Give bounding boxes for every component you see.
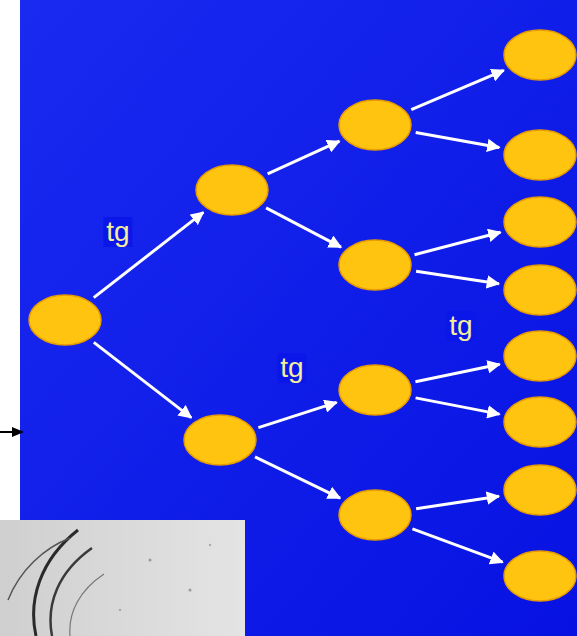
ellipse-outline bbox=[503, 129, 577, 181]
cell-ellipse bbox=[503, 196, 577, 248]
edge-label: tg bbox=[277, 353, 306, 383]
ellipse-outline bbox=[28, 294, 102, 346]
arrow-connector bbox=[255, 457, 340, 498]
edge-label: tg bbox=[446, 311, 475, 341]
ellipse-outline bbox=[503, 196, 577, 248]
arrow-connector bbox=[416, 398, 500, 414]
edge-label: tg bbox=[103, 217, 132, 247]
cell-ellipse bbox=[503, 129, 577, 181]
ellipse-shape bbox=[504, 130, 576, 180]
cell-ellipse bbox=[28, 294, 102, 346]
ellipse-shape bbox=[504, 265, 576, 315]
arrow-connector bbox=[412, 529, 502, 562]
ellipse-outline bbox=[183, 414, 257, 466]
arrow-connector bbox=[411, 70, 503, 109]
ellipse-shape bbox=[184, 415, 256, 465]
ellipse-shape bbox=[29, 295, 101, 345]
arrow-connector bbox=[266, 208, 341, 247]
ellipse-shape bbox=[339, 240, 411, 290]
cell-ellipse bbox=[503, 550, 577, 602]
arrow-connector bbox=[94, 212, 204, 297]
ellipse-outline bbox=[195, 164, 269, 216]
cell-ellipse bbox=[503, 330, 577, 382]
ellipse-outline bbox=[503, 330, 577, 382]
ellipse-shape bbox=[339, 100, 411, 150]
arrow-connector bbox=[415, 364, 499, 381]
ellipse-shape bbox=[339, 365, 411, 415]
ellipse-shape bbox=[504, 397, 576, 447]
ellipse-outline bbox=[338, 99, 412, 151]
cell-ellipse bbox=[195, 164, 269, 216]
arrow-connector bbox=[258, 402, 336, 427]
cell-ellipse bbox=[338, 364, 412, 416]
cell-ellipse bbox=[503, 464, 577, 516]
arrow-connector bbox=[416, 496, 499, 509]
ellipse-shape bbox=[504, 551, 576, 601]
cell-ellipse bbox=[503, 396, 577, 448]
arrow-connector bbox=[416, 271, 499, 284]
ellipse-shape bbox=[504, 331, 576, 381]
ellipse-shape bbox=[504, 465, 576, 515]
ellipse-shape bbox=[504, 30, 576, 80]
pointer-arrow bbox=[0, 427, 24, 437]
arrow-connector bbox=[415, 232, 501, 254]
cell-ellipse bbox=[503, 29, 577, 81]
ellipse-outline bbox=[503, 29, 577, 81]
cell-ellipse bbox=[183, 414, 257, 466]
cell-ellipse bbox=[338, 239, 412, 291]
ellipse-outline bbox=[338, 489, 412, 541]
arrow-connector bbox=[268, 141, 340, 174]
ellipse-outline bbox=[503, 464, 577, 516]
arrow-connector bbox=[94, 342, 191, 417]
micrograph bbox=[0, 520, 245, 636]
ellipse-outline bbox=[338, 239, 412, 291]
arrow-connector bbox=[416, 132, 500, 147]
ellipse-outline bbox=[503, 264, 577, 316]
ellipse-outline bbox=[503, 550, 577, 602]
ellipse-shape bbox=[339, 490, 411, 540]
cell-ellipse bbox=[338, 489, 412, 541]
ellipse-outline bbox=[338, 364, 412, 416]
cell-ellipse bbox=[338, 99, 412, 151]
ellipse-shape bbox=[196, 165, 268, 215]
cell-ellipse bbox=[503, 264, 577, 316]
ellipse-outline bbox=[503, 396, 577, 448]
ellipse-shape bbox=[504, 197, 576, 247]
